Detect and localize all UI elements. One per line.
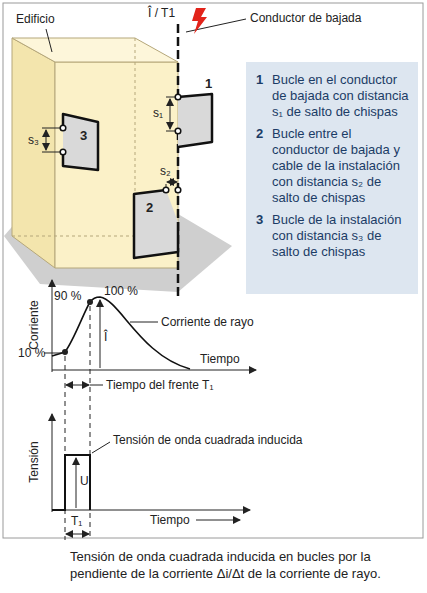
dimension-label: s₃ (28, 133, 39, 147)
lightning-symbol (192, 8, 207, 34)
loop-wire (178, 94, 212, 147)
axis-label: Tensión (27, 441, 41, 482)
curve-label: Corriente de rayo (161, 315, 254, 329)
loop-fill (178, 94, 212, 147)
legend-item: 1Bucle en el conductor de bajada con dis… (256, 72, 410, 120)
part-name: Conductor de bajada (250, 11, 361, 25)
terminal (175, 187, 181, 193)
loop-outline (172, 76, 224, 150)
current-graph (44, 280, 256, 540)
legend-panel: 1Bucle en el conductor de bajada con dis… (246, 62, 418, 294)
loop-wire (63, 114, 98, 170)
interval-label: T₁ (71, 514, 82, 528)
loop-wire (134, 190, 178, 258)
axis-label: Corriente (27, 300, 41, 349)
axis-label: Tiempo (200, 352, 240, 366)
legend-text: Bucle entre el conductor de bajada y cab… (272, 126, 410, 206)
callout-number: 3 (80, 128, 87, 143)
frame (3, 3, 423, 538)
terminal (60, 149, 66, 155)
legend-text: Bucle de la instalación con distancia s₃… (272, 212, 410, 260)
axis-label: Tiempo (150, 513, 190, 527)
symbol-label: U (80, 474, 89, 488)
installation-loop: 1 (172, 76, 224, 150)
value-label: 100 % (104, 284, 138, 298)
dimension-s1 (166, 97, 176, 131)
loop-fill (63, 114, 98, 170)
callout-number: 2 (256, 126, 272, 206)
terminal (175, 94, 181, 100)
terminal (163, 187, 169, 193)
loop-fill (134, 190, 178, 258)
callout-number: 1 (256, 72, 272, 120)
value-label: 90 % (54, 289, 81, 303)
installation-loop: 3 (58, 108, 104, 174)
callout-number: 1 (205, 76, 212, 91)
interval-label: Tiempo del frente T₁ (106, 378, 213, 392)
value-label: 10 % (18, 346, 45, 360)
installation-loop: 2 (128, 182, 182, 262)
callout-number: 3 (256, 212, 272, 260)
dimension-label: s₁ (153, 106, 163, 120)
curve-label: Tensión de onda cuadrada inducida (113, 433, 302, 447)
current-symbol: Î / T1 (148, 6, 175, 20)
legend-item: 3Bucle de la instalación con distancia s… (256, 212, 410, 260)
loop-outline (128, 182, 182, 262)
legend-text: Bucle en el conductor de bajada con dist… (272, 72, 410, 120)
terminal (60, 125, 66, 131)
legend-item: 2Bucle entre el conductor de bajada y ca… (256, 126, 410, 206)
building (12, 38, 178, 268)
dimension-label: s₂ (160, 164, 171, 178)
terminal (175, 128, 181, 134)
down-conductor (177, 24, 180, 296)
callout-number: 2 (146, 200, 153, 215)
dimension-s3 (42, 128, 61, 152)
caption: Tensión de onda cuadrada inducida en buc… (70, 548, 420, 582)
symbol-label: Î (104, 330, 107, 344)
part-name: Edificio (16, 12, 55, 26)
leader-line (46, 29, 52, 52)
voltage-graph (52, 414, 250, 534)
